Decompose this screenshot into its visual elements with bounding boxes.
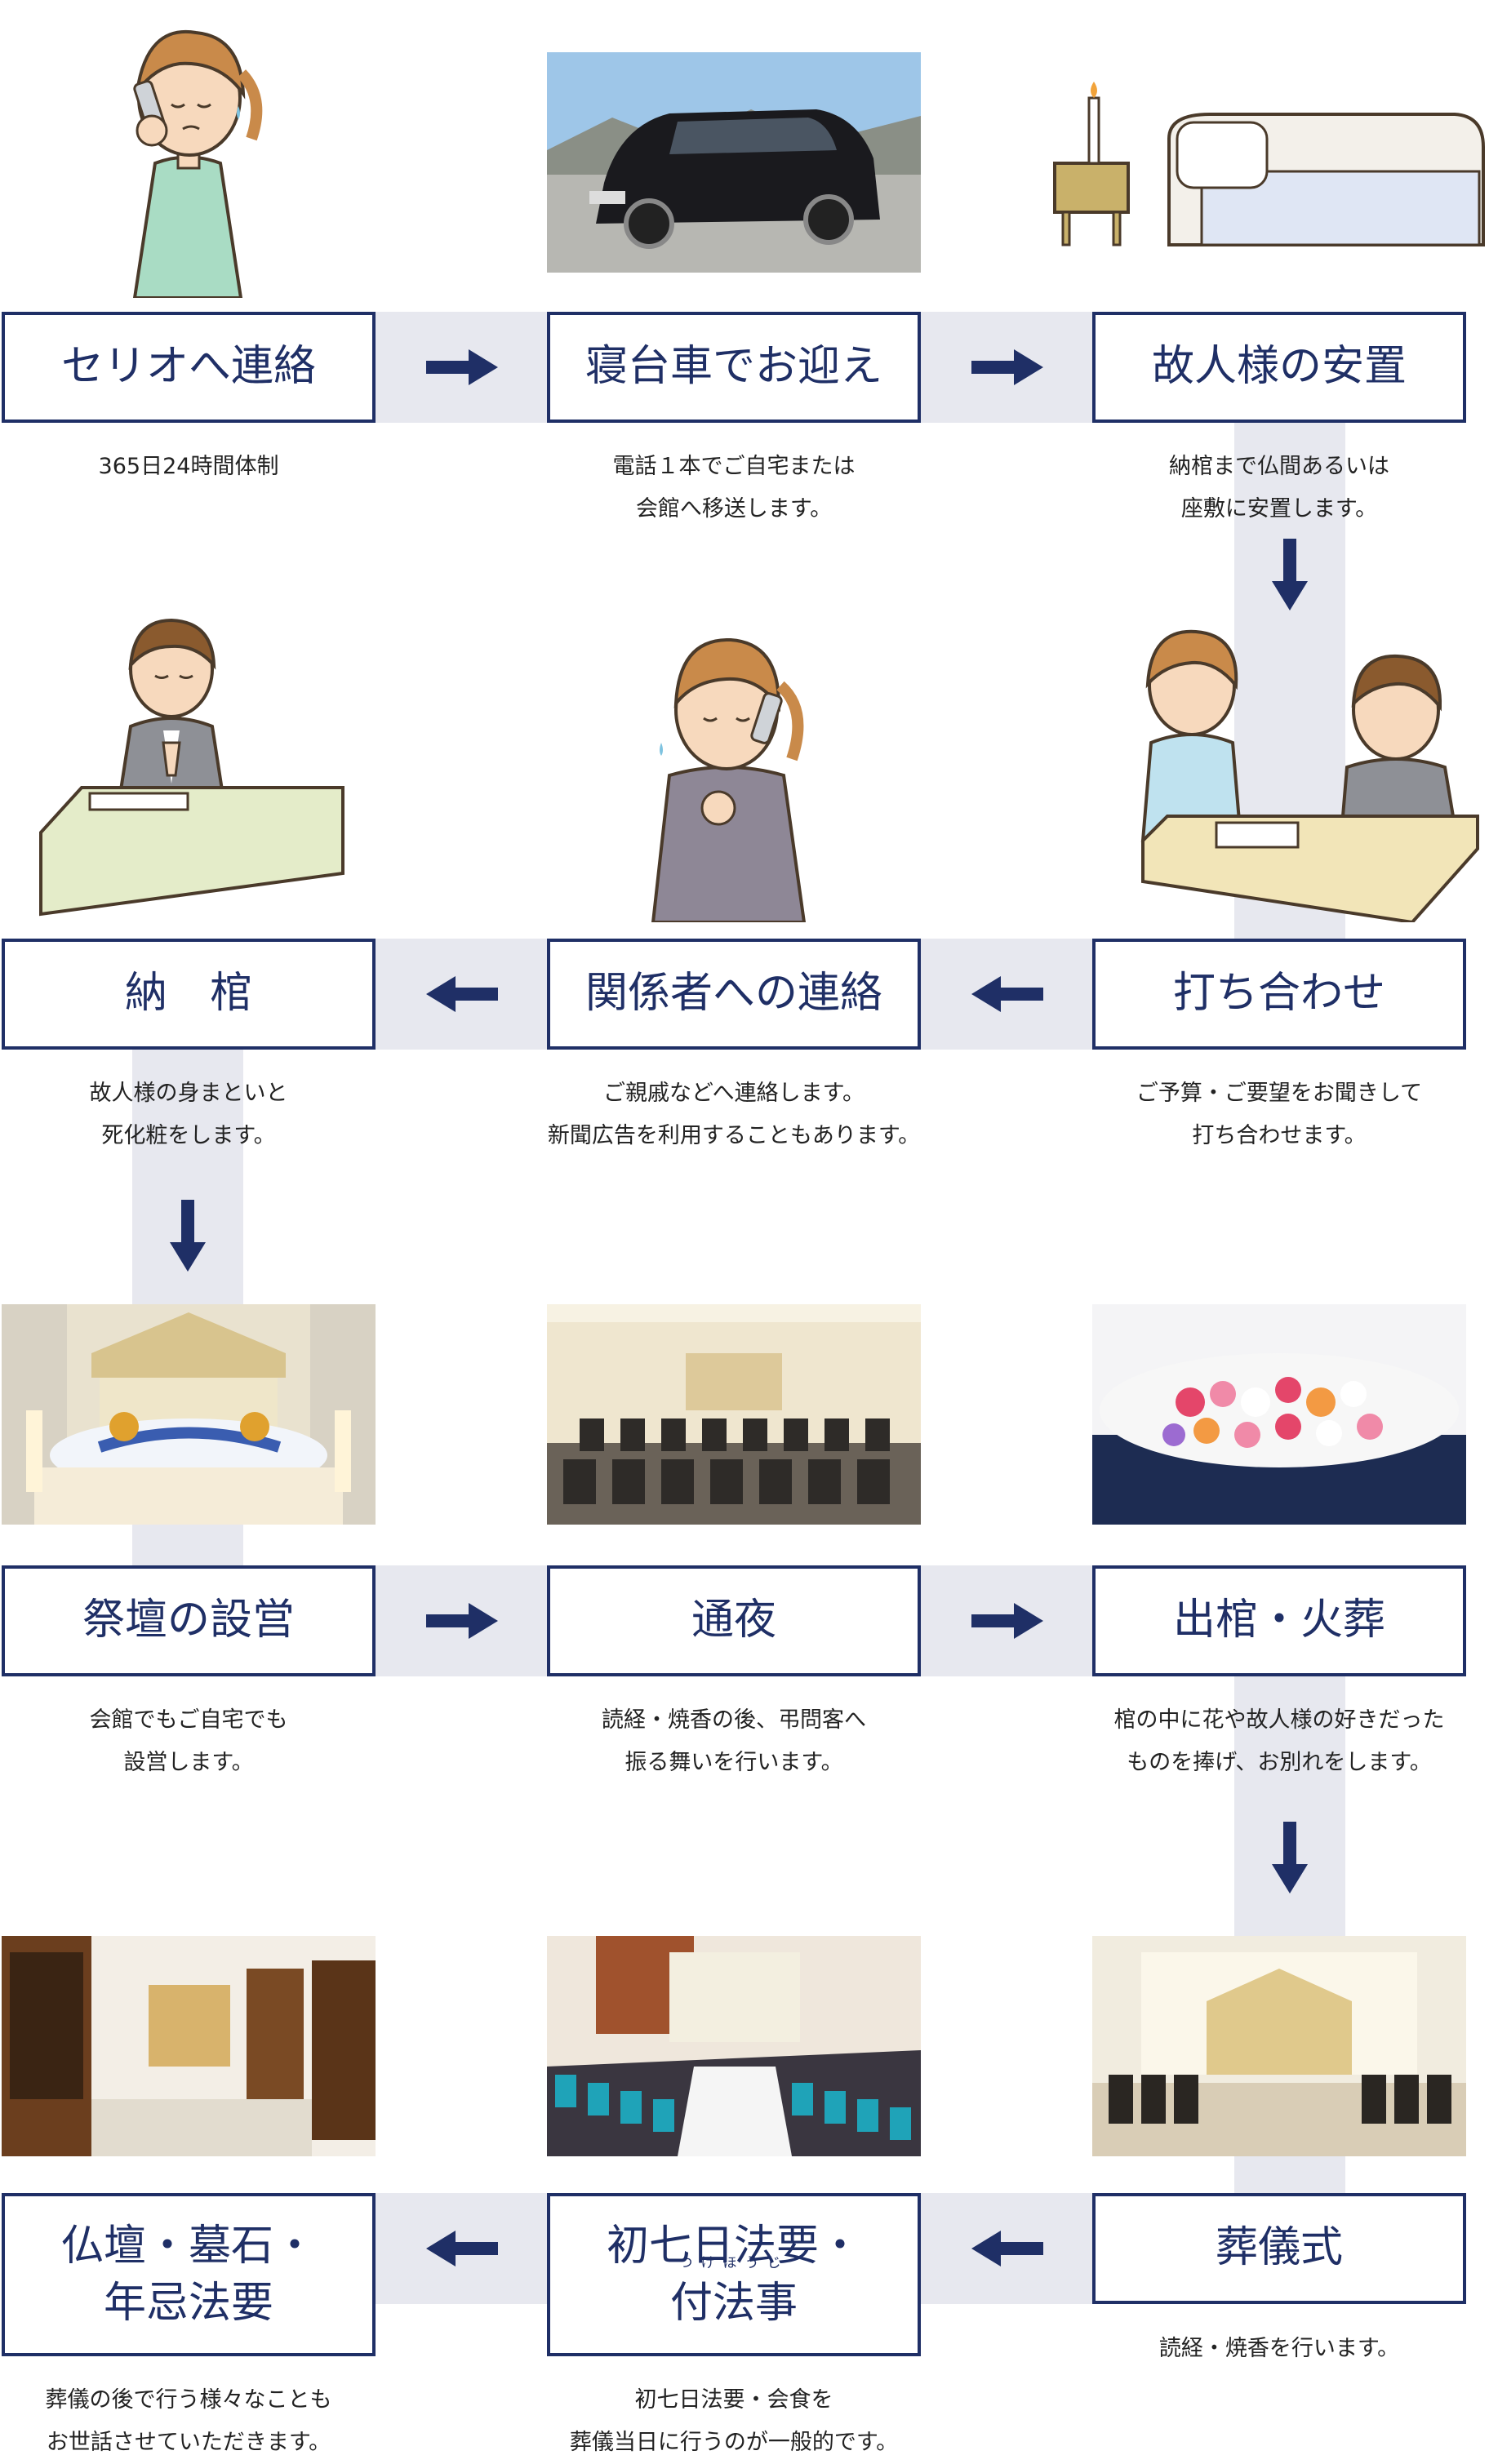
step-title: 関係者への連絡 xyxy=(584,969,882,1019)
meeting-discussion-illustration xyxy=(1118,604,1486,922)
step-title: 寝台車でお迎え xyxy=(584,342,882,392)
arrow-left-icon xyxy=(426,2231,498,2266)
step-box: 打ち合わせ xyxy=(1092,939,1466,1050)
step-title: 葬儀式 xyxy=(1215,2223,1343,2273)
arrow-right-icon xyxy=(426,1603,498,1639)
arrow-right-icon xyxy=(971,1603,1043,1639)
step-box: 関係者への連絡 xyxy=(547,939,921,1050)
coffin-flowers-photo xyxy=(1092,1304,1466,1525)
step-title: 出棺・火葬 xyxy=(1172,1596,1385,1645)
wake-hall-photo xyxy=(547,1304,921,1525)
arrow-left-icon xyxy=(426,976,498,1012)
step-title: 故人様の安置 xyxy=(1151,342,1407,392)
step-description: ご親戚などへ連絡します。新聞広告を利用することもあります。 xyxy=(547,1081,921,1148)
step-box: 出棺・火葬 xyxy=(1092,1565,1466,1676)
arrow-left-icon xyxy=(971,2231,1043,2266)
step-title-line-2: 年忌法要 xyxy=(103,2279,273,2328)
arrow-down-icon xyxy=(1272,1822,1308,1894)
step-title: 祭壇の設営 xyxy=(82,1596,295,1645)
step-box: 納 棺 xyxy=(2,939,376,1050)
step-box: 寝台車でお迎え xyxy=(547,312,921,423)
step-box: 祭壇の設営 xyxy=(2,1565,376,1676)
step-title-line-1: 仏壇・墓石・ xyxy=(60,2221,316,2271)
step-box: 仏壇・墓石・ 年忌法要 xyxy=(2,2193,376,2356)
step-title-line-2: 付法事 xyxy=(669,2279,798,2328)
step-title: 打ち合わせ xyxy=(1172,969,1385,1019)
step-box: 通夜 xyxy=(547,1565,921,1676)
woman-phone-worried-illustration xyxy=(629,604,841,922)
step-title: 通夜 xyxy=(691,1596,776,1645)
butsudan-showroom-photo xyxy=(2,1936,376,2156)
step-description: 電話１本でご自宅または会館へ移送します。 xyxy=(612,454,856,522)
woman-phone-illustration xyxy=(98,0,278,298)
step-description: 葬儀の後で行う様々なこともお世話させていただきます。 xyxy=(45,2387,332,2455)
step-box: 故人様の安置 xyxy=(1092,312,1466,423)
funeral-ceremony-hall-photo xyxy=(1092,1936,1466,2156)
step-description: 会館でもご自宅でも設営します。 xyxy=(89,1707,288,1775)
memorial-meal-hall-photo xyxy=(547,1936,921,2156)
arrow-right-icon xyxy=(426,349,498,385)
arrow-down-icon xyxy=(170,1200,206,1272)
hearse-car-photo xyxy=(547,52,921,273)
step-box: セリオへ連絡 xyxy=(2,312,376,423)
man-praying-at-coffin-illustration xyxy=(33,588,359,922)
step-box: 初七日法要・ つけほうじ 付法事 xyxy=(547,2193,921,2356)
step-title: セリオへ連絡 xyxy=(60,342,316,392)
step-description: ご予算・ご要望をお聞きして打ち合わせます。 xyxy=(1136,1081,1423,1148)
step-box: 葬儀式 xyxy=(1092,2193,1466,2304)
arrow-right-icon xyxy=(971,349,1043,385)
step-description: 納棺まで仏間あるいは座敷に安置します。 xyxy=(1169,454,1389,522)
futon-altar-illustration xyxy=(1047,65,1489,261)
step-description: 故人様の身まといと死化粧をします。 xyxy=(89,1081,288,1148)
step-description: 初七日法要・会食を葬儀当日に行うのが一般的です。 xyxy=(569,2387,899,2455)
step-description: 棺の中に花や故人様の好きだったものを捧げ、お別れをします。 xyxy=(1113,1707,1445,1775)
arrow-left-icon xyxy=(971,976,1043,1012)
furigana: つけほうじ xyxy=(678,2255,789,2271)
step-title: 納 棺 xyxy=(124,969,252,1019)
step-description: 読経・焼香の後、弔問客へ振る舞いを行います。 xyxy=(602,1707,866,1775)
altar-setup-photo xyxy=(2,1304,376,1525)
step-description: 読経・焼香を行います。 xyxy=(1158,2336,1400,2361)
step-title-line-1: 初七日法要・ xyxy=(606,2221,861,2271)
step-description: 365日24時間体制 xyxy=(98,454,279,479)
arrow-down-icon xyxy=(1272,539,1308,610)
step-title-line-2-with-ruby: つけほうじ 付法事 xyxy=(669,2257,798,2332)
